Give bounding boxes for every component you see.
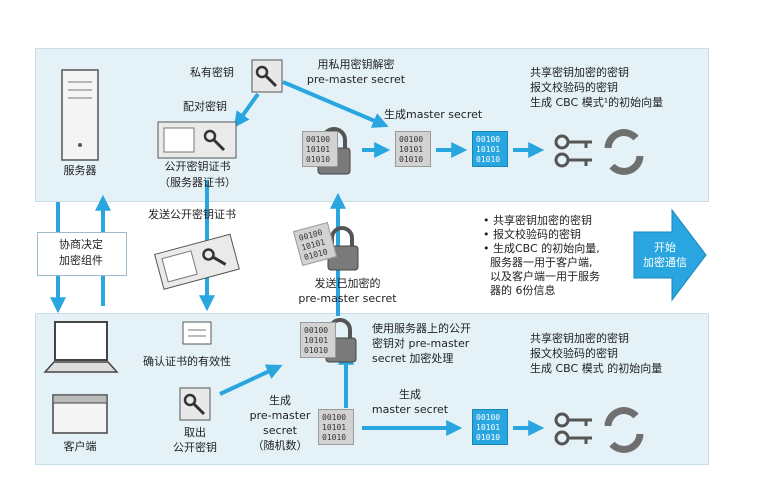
info-bullet-list: • 共享密钥加密的密钥 • 报文校验码的密钥 • 生成CBC 的初始向量, 服务… [483,214,600,298]
bullet-item: • 共享密钥加密的密钥 [483,214,592,227]
start-label-2: 加密通信 [643,256,687,269]
bullet-text: 以及客户端一用于服务 [490,270,600,283]
sent-certificate-icon [154,233,240,290]
send-encrypted-label-2: pre-master secret [298,292,397,305]
bits-row: 01010 [306,155,331,164]
bullet-item: • 报文校验码的密钥 [483,228,581,241]
server-label: 服务器 [63,164,97,177]
bits-box-bottom-locked: 00100 10101 01010 [300,322,336,358]
private-key-label: 私有密钥 [190,66,234,79]
send-encrypted-label-1: 发送已加密的 [314,277,381,290]
pair-key-label: 配对密钥 [183,100,227,113]
decrypt-label-2: pre-master secret [306,73,406,86]
bits-row: 10101 [304,336,329,345]
verify-cert-icon [182,321,212,345]
bullet-item: • 生成CBC 的初始向量, [483,242,600,255]
bullet-item: 服务器一用于客户端, [483,256,600,270]
bullet-text: 报文校验码的密钥 [493,228,581,241]
bits-row: 00100 [476,135,501,144]
bits-box-bottom-blue: 00100 10101 01010 [472,409,508,445]
arrow-private-key [233,92,260,128]
negotiate-label-1: 协商决定 [59,238,103,251]
client-panel [35,313,709,465]
cert-label-1: 公开密钥证书 [164,160,231,173]
gen-pre-label-4: （随机数） [252,439,308,452]
server-icon [61,69,99,161]
gen-pre-label-2: pre-master [249,409,311,422]
keys-icon-bottom [554,412,592,446]
public-key-icon [179,387,211,421]
bits-row: 00100 [476,413,501,422]
bits-row: 00100 [304,326,329,335]
private-key-icon [251,59,283,93]
send-cert-label: 发送公开密钥证书 [148,208,236,221]
start-label-1: 开始 [654,241,676,254]
client-label: 客户端 [63,440,97,453]
bits-row: 10101 [476,423,501,432]
bullet-text: 共享密钥加密的密钥 [493,214,592,227]
bottom-keys-line-1: 共享密钥加密的密钥 [530,332,629,345]
top-keys-line-2: 报文校验码的密钥 [530,81,618,94]
keys-icon-top [554,134,592,168]
gen-master-bottom-2: master secret [371,403,449,416]
bits-box-top-gray: 00100 10101 01010 [302,131,338,167]
gen-master-top-label: 生成master secret [384,108,483,121]
take-key-label-1: 取出 [184,426,206,439]
bullet-text: 服务器一用于客户端, [490,256,593,269]
top-keys-line-3: 生成 CBC 模式¹的初始向量 [530,96,664,109]
gen-pre-label-1: 生成 [269,394,291,407]
refresh-icon-bottom [604,407,644,453]
bits-box-top-blue: 00100 10101 01010 [472,131,508,167]
bits-row: 01010 [322,433,347,442]
bits-box-pre-master: 00100 10101 01010 [318,409,354,445]
bottom-keys-line-3: 生成 CBC 模式 的初始向量 [530,362,663,375]
arrow-take-key [219,364,283,396]
encrypt-note-2: 密钥对 pre-master [372,337,470,350]
decrypt-label-1: 用私用密钥解密 [317,58,395,71]
bits-row: 00100 [306,135,331,144]
bullet-item: 以及客户端一用于服务 [483,270,600,284]
bits-row: 10101 [399,145,424,154]
bottom-keys-line-2: 报文校验码的密钥 [530,347,618,360]
bits-row: 10101 [306,145,331,154]
client-window-icon [52,394,108,434]
arrow-decrypt [282,80,389,128]
bullet-text: 器的 6份信息 [490,284,556,297]
certificate-icon [157,121,237,159]
negotiate-label-2: 加密组件 [59,254,103,267]
start-arrow-shape [633,208,707,302]
bullet-item: 器的 6份信息 [483,284,600,298]
bits-box-top-gray-2: 00100 10101 01010 [395,131,431,167]
encrypt-note-1: 使用服务器上的公开 [372,322,471,335]
take-key-label-2: 公开密钥 [173,441,217,454]
bits-row: 01010 [476,155,501,164]
gen-pre-label-3: secret [263,424,297,437]
refresh-icon-top [604,129,644,175]
bits-row: 01010 [304,346,329,355]
top-keys-line-1: 共享密钥加密的密钥 [530,66,629,79]
gen-master-bottom-1: 生成 [399,388,421,401]
laptop-icon [43,321,119,373]
bits-row: 00100 [322,413,347,422]
bits-row: 01010 [476,433,501,442]
bullet-text: 生成CBC 的初始向量, [493,242,600,255]
verify-cert-label: 确认证书的有效性 [143,355,231,368]
negotiate-box [37,232,127,276]
encrypt-note-3: secret 加密处理 [372,352,454,365]
bits-row: 00100 [399,135,424,144]
bits-row: 10101 [322,423,347,432]
bits-row: 10101 [476,145,501,154]
bits-row: 01010 [399,155,424,164]
cert-label-2: （服务器证书） [159,176,236,189]
